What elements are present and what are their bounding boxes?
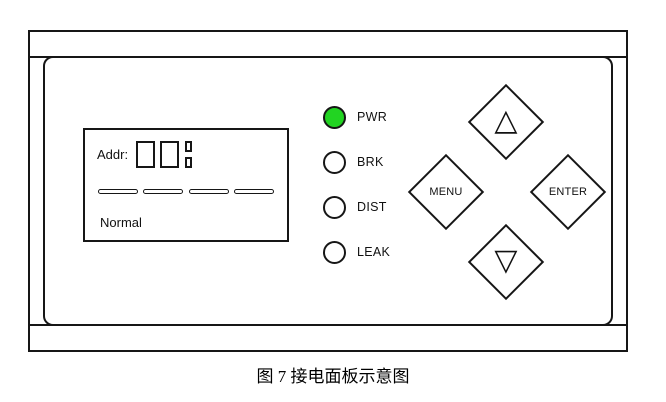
dist-led-indicator (323, 195, 346, 219)
segment-dash (233, 189, 274, 194)
device-outline: Addr: Normal (28, 30, 628, 352)
brk-led-label: BRK (357, 155, 384, 169)
down-button[interactable]: ▽ (467, 223, 545, 301)
menu-button-label: MENU (429, 186, 463, 198)
digit-box-2 (160, 141, 180, 168)
led-row-brk: BRK (323, 150, 384, 174)
pwr-led-indicator (323, 105, 346, 129)
brk-led-indicator (323, 150, 346, 174)
down-arrow-icon: ▽ (494, 243, 518, 277)
leak-led-indicator (323, 240, 346, 264)
segment-dash (143, 189, 184, 194)
enter-button[interactable]: ENTER (529, 153, 607, 231)
digit-one-upper-segment (185, 141, 193, 152)
leak-led-label: LEAK (357, 245, 391, 259)
front-panel: Addr: Normal (43, 56, 613, 326)
pwr-led-label: PWR (357, 110, 388, 124)
digit-one-lower-segment (185, 157, 193, 168)
status-text: Normal (100, 215, 142, 230)
figure-caption: 图 7 接电面板示意图 (256, 367, 410, 386)
led-row-dist: DIST (323, 195, 387, 219)
dist-led-label: DIST (357, 200, 387, 214)
led-row-leak: LEAK (323, 240, 390, 264)
menu-button[interactable]: MENU (407, 153, 485, 231)
addr-label: Addr: (97, 147, 129, 162)
segment-dash-row (97, 189, 275, 194)
digit-box-1 (136, 141, 156, 168)
up-button[interactable]: △ (467, 83, 545, 161)
enter-button-label: ENTER (548, 186, 588, 198)
lcd-display: Addr: Normal (83, 128, 289, 242)
addr-row: Addr: (97, 141, 275, 168)
led-row-pwr: PWR (323, 105, 387, 129)
segment-dash (188, 189, 229, 194)
up-arrow-icon: △ (494, 103, 518, 137)
digit-one-segment (185, 141, 193, 168)
segment-dash (98, 189, 138, 194)
